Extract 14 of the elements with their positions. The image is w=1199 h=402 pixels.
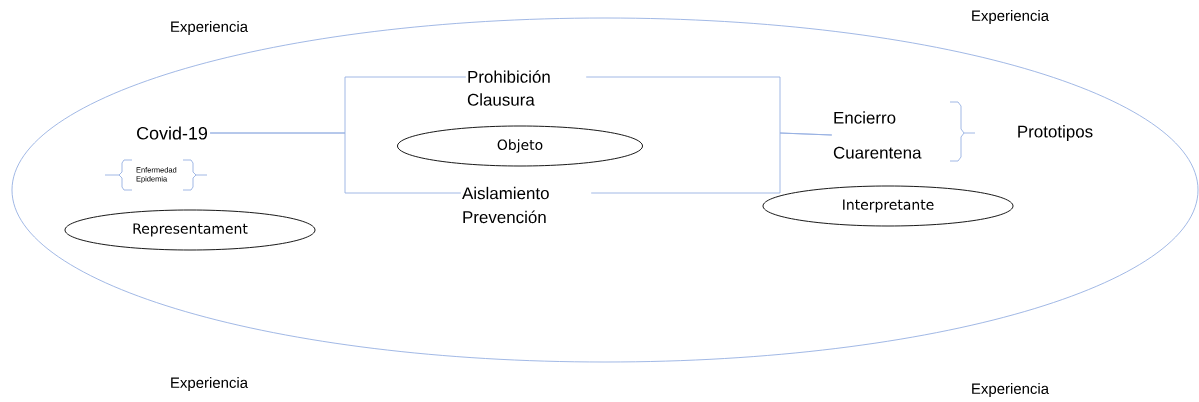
corner-label: Experiencia [171,377,249,391]
connector-line [209,132,462,194]
term-text: Aislamiento Prevención [462,186,549,224]
term-text: Prohibición Clausura [467,70,550,106]
corner-label: Experiencia [171,21,249,35]
corner-label: Experiencia [972,383,1050,397]
connector-line [590,132,833,194]
ellipse-node: Representament [64,209,316,251]
ellipse-node: Objeto [397,125,643,167]
term-text: Encierro Cuarentena [833,111,922,159]
ellipse-node: Interpretante [762,185,1014,227]
term-text: Covid-19 [137,126,208,140]
corner-label: Experiencia [972,10,1050,24]
group-label: Prototipos [1018,125,1093,141]
